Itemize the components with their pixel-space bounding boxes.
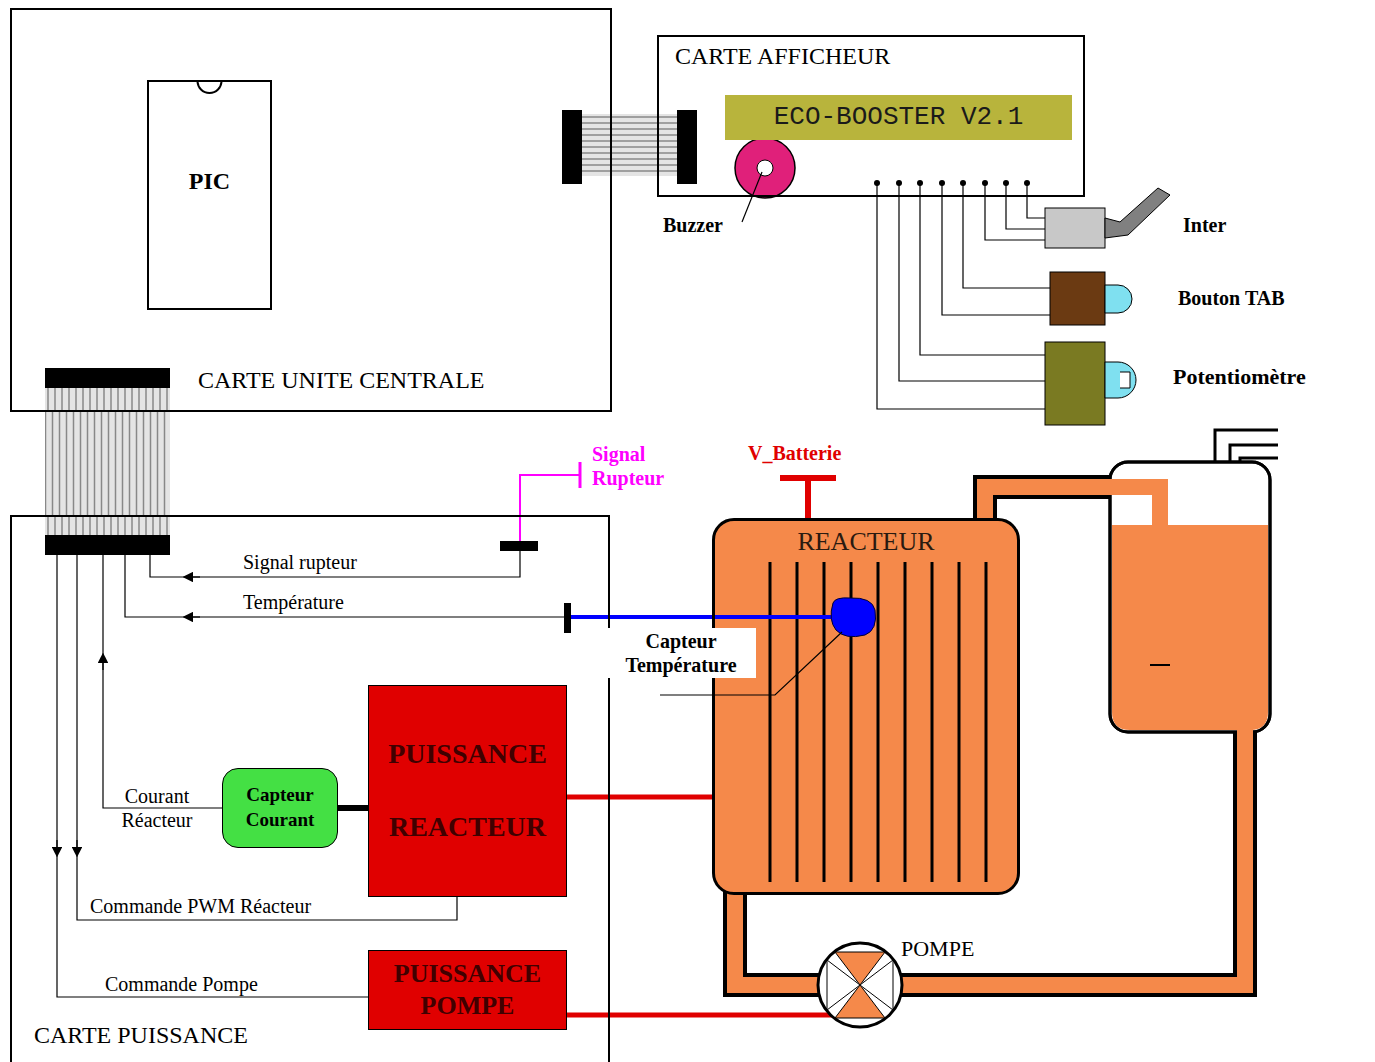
node-label: CARTE AFFICHEUR [675,43,890,71]
power-box: PUISSANCE REACTEUR [368,685,567,897]
signal-name: Signal rupteur [243,550,357,574]
power-wire [567,1015,860,1028]
signal-name: Commande PWM Réacteur [90,894,311,918]
reactor: REACTEUR [712,518,1020,895]
node-label: PIC [149,168,270,196]
node-label: PUISSANCE POMPE [375,958,560,1023]
callout-label: Capteur Température [606,628,756,678]
node-label: ECO-BOOSTER V2.1 [774,103,1024,133]
ribbon-cable [612,114,657,176]
pin-dots [874,180,1030,186]
lcd-display: ECO-BOOSTER V2.1 [725,95,1072,140]
rupteur-signal [500,462,580,551]
chip-notch [149,82,274,102]
node-label: CARTE PUISSANCE [34,1022,248,1050]
switch-wires [877,183,1050,409]
signal-name: V_Batterie [748,441,841,465]
reactor-internals [715,521,1017,892]
signal-name: Signal Rupteur [592,442,692,490]
signal-name: Commande Pompe [105,972,258,996]
battery-terminal [780,478,836,520]
board-box: CARTE UNITE CENTRALE PIC [10,8,612,412]
button-tab [1050,272,1132,325]
node-label: PUISSANCE REACTEUR [375,718,560,864]
pump: POMPE [815,940,1015,1028]
power-box: PUISSANCE POMPE [368,950,567,1030]
node-label: POMPE [901,936,974,961]
component-label: Inter [1183,213,1226,237]
board-box: CARTE AFFICHEUR ECO-BOOSTER V2.1 [657,35,1085,197]
pump-symbol [815,940,907,1030]
node-label: Capteur Courant [229,783,331,832]
sensor-link [338,805,368,811]
buzzer [735,138,795,222]
node-label: REACTEUR [715,527,1017,557]
ribbon-cable [45,412,170,515]
signal-name: Courant Réacteur [108,784,206,832]
component-label: Buzzer [663,213,723,237]
component-label: Potentiomètre [1173,364,1306,390]
signal-wires [57,548,567,997]
sensor-box: Capteur Courant [222,768,338,848]
power-wire [567,795,712,800]
signal-name: Température [243,590,344,614]
chip: PIC [147,80,272,310]
component-label: Bouton TAB [1178,286,1285,310]
ribbon-connector [45,110,697,555]
inter-switch [1045,188,1170,248]
potentiometer [1045,342,1136,425]
tank [1110,430,1278,732]
node-label: CARTE UNITE CENTRALE [198,367,485,395]
